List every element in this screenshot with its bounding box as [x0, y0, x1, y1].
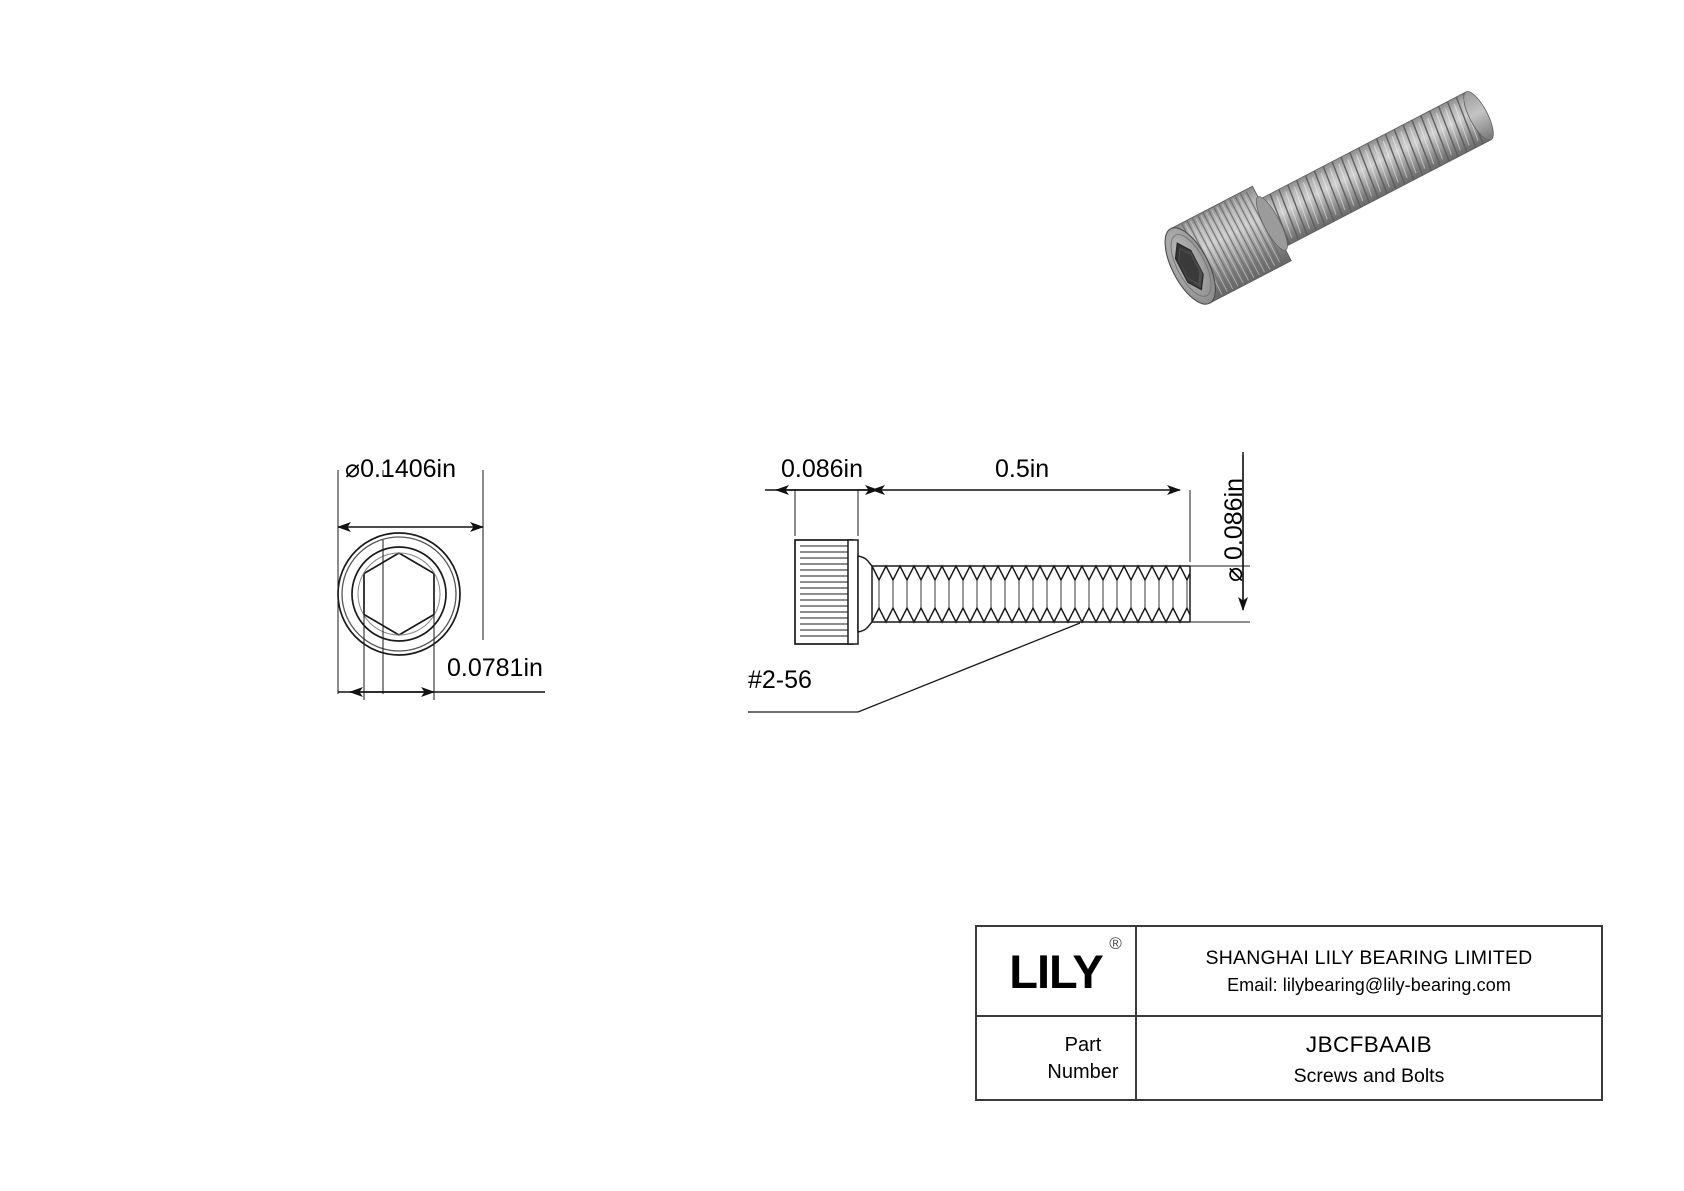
dimension-head-diameter: ⌀0.1406in — [345, 457, 456, 482]
dimension-thread-length: 0.5in — [995, 455, 1050, 483]
side-profile-view — [748, 452, 1250, 713]
part-number-value: JBCFBAAIB — [1305, 1031, 1433, 1057]
dimension-shank-diameter-value: 0.086in — [1220, 477, 1248, 560]
part-label-line-2: Number — [1047, 1061, 1119, 1083]
company-name: SHANGHAI LILY BEARING LIMITED — [1205, 946, 1533, 969]
dimension-head-height: 0.086in — [781, 455, 864, 483]
company-email: Email: lilybearing@lily-bearing.com — [1227, 975, 1511, 996]
part-label-line-1: Part — [1064, 1034, 1102, 1056]
title-block-company-cell: SHANGHAI LILY BEARING LIMITED Email: lil… — [1137, 927, 1601, 1015]
diameter-symbol-head: ⌀ — [345, 455, 361, 483]
diameter-symbol-shank: ⌀ — [1220, 566, 1248, 582]
title-block-row-company: LILY® SHANGHAI LILY BEARING LIMITED Emai… — [977, 927, 1601, 1017]
head-end-view — [337, 470, 545, 700]
title-block: LILY® SHANGHAI LILY BEARING LIMITED Emai… — [975, 925, 1603, 1101]
lily-logo-text: LILY — [1009, 944, 1104, 998]
part-category: Screws and Bolts — [1293, 1064, 1445, 1087]
dimension-head-diameter-value: 0.1406in — [360, 455, 456, 483]
part-number-cell: JBCFBAAIB Screws and Bolts — [1137, 1017, 1601, 1101]
callout-thread-spec: #2-56 — [748, 666, 812, 694]
lily-logo: LILY® — [1009, 935, 1121, 998]
title-block-logo-cell: LILY® — [977, 927, 1137, 1015]
dimension-socket-width: 0.0781in — [447, 654, 543, 682]
title-block-row-part: Part Number JBCFBAAIB Screws and Bolts — [977, 1017, 1601, 1101]
part-number-label: Part Number — [1031, 1017, 1137, 1101]
isometric-screw-view — [1164, 91, 1494, 305]
dimension-shank-diameter: ⌀ 0.086in — [1220, 477, 1248, 582]
registered-trademark-icon: ® — [1109, 933, 1121, 953]
